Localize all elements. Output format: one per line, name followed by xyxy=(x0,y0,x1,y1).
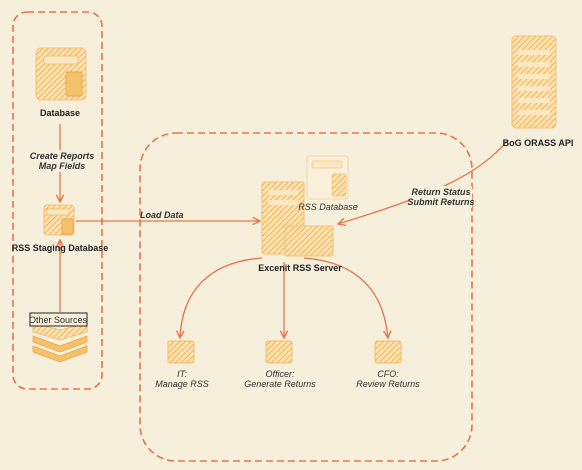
api-label: BoG ORASS API xyxy=(503,138,574,148)
cfo-role-desc: Review Returns xyxy=(356,379,420,389)
it-role-desc: Manage RSS xyxy=(155,379,209,389)
database-icon xyxy=(35,47,87,101)
edge-server-to-cfo xyxy=(303,257,388,338)
edge-api-to-server xyxy=(338,139,509,224)
return-status-label: Return Status xyxy=(411,187,470,197)
it-user-icon xyxy=(167,340,195,364)
load-data-label: Load Data xyxy=(140,210,184,220)
rss-database-label: RSS Database xyxy=(298,202,358,212)
create-reports-label: Create Reports xyxy=(30,151,95,161)
rss-database-icon xyxy=(306,155,349,200)
other-sources-box xyxy=(29,312,88,327)
submit-returns-label: Submit Returns xyxy=(407,197,474,207)
officer-role-desc: Generate Returns xyxy=(244,379,316,389)
database-label: Database xyxy=(40,108,80,118)
staging-database-label: RSS Staging Database xyxy=(12,243,109,253)
source-systems-group xyxy=(12,11,103,390)
cfo-role-label: CFO: xyxy=(377,369,399,379)
staging-database-icon xyxy=(43,204,75,236)
officer-role-label: Officer: xyxy=(265,369,295,379)
other-sources-label: Other Sources xyxy=(29,315,88,325)
it-role-label: IT: xyxy=(177,369,187,379)
server-label: Excenit RSS Server xyxy=(258,263,342,273)
server-icon xyxy=(261,181,334,257)
officer-user-icon xyxy=(265,340,293,364)
cfo-user-icon xyxy=(374,340,402,364)
layers-icon xyxy=(32,322,88,363)
api-server-icon xyxy=(511,35,557,129)
map-fields-label: Map Fields xyxy=(39,161,86,171)
rss-server-group xyxy=(139,132,473,462)
edge-server-to-it xyxy=(180,257,263,338)
